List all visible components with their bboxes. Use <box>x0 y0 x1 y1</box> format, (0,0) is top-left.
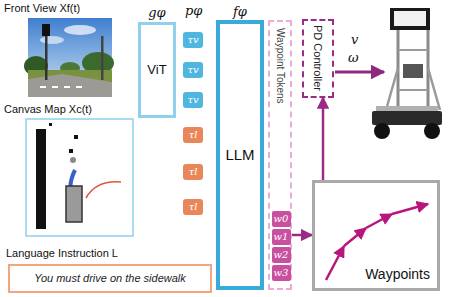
front-view-photo-part <box>64 86 70 88</box>
waypoint-token: w1 <box>272 229 291 245</box>
canvas-map-image-part <box>49 123 52 126</box>
node-text: PD Controller <box>312 25 325 91</box>
robot-illustration-part <box>376 106 438 111</box>
robot-illustration-part <box>424 123 440 139</box>
canvas-map-image-part <box>70 157 76 163</box>
llm-box: fφLLM <box>216 20 264 290</box>
encoder-box: gφViT <box>138 22 176 118</box>
front-view-photo <box>24 18 114 97</box>
node-text: LLM <box>225 146 254 163</box>
language-token: τl <box>183 164 203 180</box>
canvas-map-image-part <box>74 135 78 139</box>
language-token: τl <box>183 199 203 215</box>
vision-token: τv <box>183 62 203 78</box>
front-view-photo-part <box>40 36 64 44</box>
module-symbol: fφ <box>233 5 247 20</box>
robot-illustration-part <box>403 64 423 78</box>
front-view-photo-part <box>52 86 58 88</box>
node-text: τv <box>187 94 198 106</box>
canvas-map-image-part <box>36 129 46 229</box>
control-arrow <box>335 71 384 74</box>
robot-illustration-part <box>374 123 390 139</box>
front-view-photo-part <box>40 86 46 88</box>
node-text: τv <box>187 34 198 46</box>
waypoint-trajectory-part <box>392 204 428 214</box>
vision-token: τv <box>183 92 203 108</box>
robot-illustration-part <box>428 68 440 110</box>
node-text: τv <box>187 64 198 76</box>
robot-illustration-part <box>398 89 428 91</box>
waypoint-trajectory-part <box>326 246 344 280</box>
canvas-map-image-part <box>69 149 73 153</box>
waypoint-token: w3 <box>272 265 291 281</box>
instruction-box: You must drive on the sidewalk <box>8 264 212 293</box>
node-text: w2 <box>274 249 289 261</box>
node-text: ViT <box>147 63 166 78</box>
flow-arrow <box>322 98 325 181</box>
robot-illustration-part <box>394 11 426 26</box>
waypoint-token: w2 <box>272 247 291 263</box>
front-view-photo-part <box>64 25 96 35</box>
node-text: Waypoint Tokens <box>274 28 286 104</box>
robot-illustration-part <box>372 111 442 125</box>
robot-illustration-part <box>398 49 428 51</box>
node-text: w3 <box>274 267 289 279</box>
node-text: τl <box>189 166 198 178</box>
controller-box: PD Controller <box>302 19 334 98</box>
language-token: τl <box>183 127 203 143</box>
waypoints-box: Waypoints <box>312 180 440 291</box>
front-view-photo-part <box>101 36 104 80</box>
canvas-map-image-part <box>86 182 121 198</box>
front-view-photo-part <box>45 30 48 80</box>
module-symbol: pφ <box>185 3 202 18</box>
flow-arrow <box>292 234 312 237</box>
node-text: τl <box>189 129 198 141</box>
robot-illustration-part <box>390 8 430 30</box>
input-label: Front View Xf(t) <box>4 2 80 14</box>
waypoint-trajectory-part <box>366 214 392 228</box>
node-text: w1 <box>274 231 289 243</box>
front-view-photo-part <box>42 24 50 36</box>
input-label: Language Instruction L <box>6 247 118 259</box>
front-view-photo-part <box>28 74 112 97</box>
velocity-symbol: ω <box>348 50 359 65</box>
node-text: w0 <box>274 213 289 225</box>
token-band: Waypoint Tokens w0 w1 w2 w3 <box>268 20 292 290</box>
robot-illustration-part <box>386 68 398 110</box>
node-text: You must drive on the sidewalk <box>34 272 186 285</box>
front-view-photo-part <box>28 70 112 97</box>
node-text: τl <box>189 201 198 213</box>
node-text: Waypoints <box>365 266 430 282</box>
vision-token: τv <box>183 32 203 48</box>
canvas-map-image <box>26 119 133 236</box>
waypoint-token: w0 <box>272 211 291 227</box>
canvas-map-image-part <box>26 119 133 236</box>
module-symbol: gφ <box>148 6 165 21</box>
front-view-photo-part <box>76 86 82 88</box>
canvas-map-image-part <box>66 186 82 222</box>
waypoint-trajectory-part <box>344 228 366 246</box>
velocity-symbol: v <box>351 32 358 47</box>
input-label: Canvas Map Xc(t) <box>4 103 92 115</box>
